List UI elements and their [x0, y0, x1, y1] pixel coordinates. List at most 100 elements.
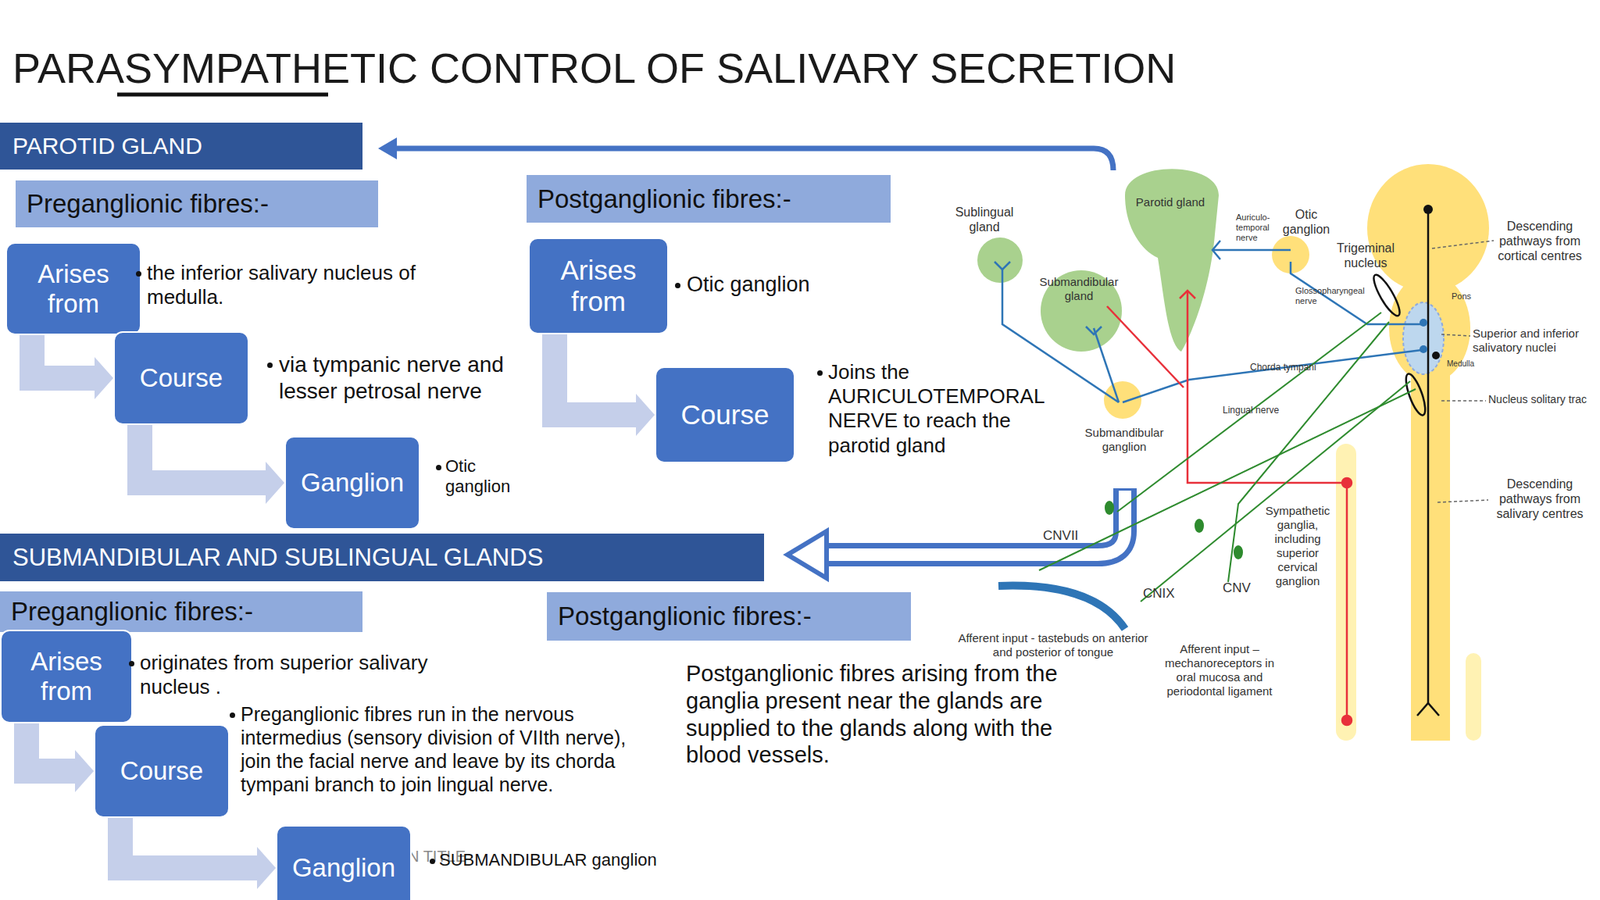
illustration-path: [1125, 168, 1219, 352]
step-box: Arises fromOtic ganglion: [528, 237, 669, 335]
bullet-text: Preganglionic fibres run in the nervous …: [240, 702, 647, 797]
illustration-label: Chorda tympani: [1250, 361, 1344, 373]
illustration-line: [1427, 209, 1430, 704]
illustration-label: Submandibular ganglion: [1076, 425, 1172, 454]
illustration-path: [1117, 312, 1382, 512]
flow-arrow: [139, 423, 285, 504]
bullet-item: Otic ganglion: [435, 456, 532, 498]
header-box: Preganglionic fibres:-: [15, 180, 379, 228]
illustration-label: Descending pathways from cortical centre…: [1492, 218, 1588, 265]
illustration-ellipse: [1195, 519, 1204, 533]
illustration-polygon: [787, 531, 827, 579]
node-title: Postganglionic fibres:-: [537, 184, 792, 215]
node-title: Postganglionic fibres:-: [557, 601, 812, 632]
illustration-ellipse: [1369, 271, 1404, 319]
illustration-line: [1441, 334, 1471, 336]
step-box: GanglionSUBMANDIBULAR ganglion: [275, 825, 412, 900]
illustration-label: Afferent input - tastebuds on anterior a…: [955, 631, 1151, 660]
illustration-polyline: [1179, 290, 1196, 299]
flow-arrow: [554, 332, 655, 436]
illustration-path: [1039, 389, 1416, 571]
flow-arrow-head: [94, 357, 114, 400]
header-box: Postganglionic fibres:-: [526, 175, 891, 223]
illustration-label: Afferent input – mechanoreceptors in ora…: [1156, 642, 1283, 699]
bullet-text: Joins the AURICULOTEMPORAL NERVE to reac…: [828, 360, 1071, 458]
bullet-dot: [817, 370, 823, 376]
bullet-text: originates from superior salivary nucleu…: [139, 650, 468, 700]
illustration-circle: [977, 237, 1023, 283]
illustration-label: Sympathetic ganglia, including superior …: [1261, 503, 1334, 589]
bullet-dot: [429, 858, 436, 865]
bullet-dot: [229, 712, 236, 718]
bullet-text: SUBMANDIBULAR ganglion: [439, 850, 674, 871]
section-band: PAROTID GLAND: [0, 122, 363, 170]
bullet-text: the inferior salivary nucleus of medulla…: [146, 260, 460, 310]
bullet-item: the inferior salivary nucleus of medulla…: [135, 260, 460, 310]
node-title: Arises from: [9, 646, 124, 707]
bullet-item: Otic ganglion: [675, 271, 859, 297]
illustration-label: Pons: [1451, 291, 1483, 302]
node-title: Course: [139, 363, 223, 393]
illustration-rect: [1465, 653, 1482, 741]
bullet-item: Preganglionic fibres run in the nervous …: [229, 702, 647, 797]
flow-arrow-head: [75, 750, 94, 793]
node-title: Course: [681, 399, 770, 431]
illustration-circle: [1103, 381, 1142, 419]
flow-arrow: [32, 333, 114, 400]
illustration-label: Nucleus solitary trac: [1488, 392, 1600, 407]
illustration-circle: [1423, 204, 1433, 215]
illustration-label: Descending pathways from salivary centre…: [1492, 476, 1588, 522]
flow-arrow-body: [120, 816, 258, 868]
node-title: Arises from: [537, 254, 660, 318]
title-underline: [117, 92, 329, 97]
illustration-circle: [1342, 715, 1352, 725]
illustration-polygon: [378, 137, 397, 160]
illustration-label: Medulla: [1446, 359, 1494, 369]
node-title: Ganglion: [300, 467, 404, 498]
illustration-path: [1346, 482, 1349, 721]
parasympathetic-nerves: [994, 240, 1422, 403]
illustration-label: Otic ganglion: [1278, 207, 1334, 237]
illustration-label: Parotid gland: [1127, 195, 1214, 210]
illustration-label: Sublingual gland: [949, 204, 1020, 235]
bullet-item: Joins the AURICULOTEMPORAL NERVE to reac…: [817, 360, 1071, 458]
illustration-circle: [1432, 351, 1440, 360]
illustration-line: [1437, 500, 1489, 503]
node-title: Course: [120, 756, 204, 786]
bullet-text: Otic ganglion: [445, 456, 532, 498]
step-box: Arises fromoriginates from superior sali…: [0, 629, 133, 724]
illustration-label: Submandibular gland: [1035, 275, 1123, 304]
illustration-rect: [1335, 443, 1357, 741]
illustration-label: CNV: [1222, 580, 1270, 597]
flow-arrow: [120, 816, 276, 890]
bullet-dot: [435, 464, 442, 471]
illustration-path: [390, 148, 1114, 171]
afferent-nerves: [1039, 312, 1416, 602]
header-box: Postganglionic fibres:-: [546, 592, 911, 641]
flow-arrow-body: [139, 423, 266, 483]
leader-lines: [1432, 240, 1494, 503]
step-box: Arises fromthe inferior salivary nucleus…: [5, 242, 142, 336]
illustration-polyline: [1085, 326, 1102, 335]
illustration-ellipse: [1105, 501, 1114, 515]
bullet-item: via tympanic nerve and lesser petrosal n…: [267, 351, 545, 404]
bullet-dot: [128, 660, 135, 667]
bullet-dot: [135, 271, 142, 277]
illustration-ellipse: [1402, 371, 1429, 418]
flow-arrow-head: [257, 846, 276, 890]
node-title: SUBMANDIBULAR AND SUBLINGUAL GLANDS: [12, 543, 543, 572]
node-title: Preganglionic fibres:-: [10, 596, 254, 627]
illustration-label: Trigeminal nucleus: [1329, 240, 1402, 271]
node-title: PAROTID GLAND: [12, 132, 203, 161]
node-title: Preganglionic fibres:-: [26, 189, 269, 219]
bullet-dot: [267, 362, 273, 368]
step-box: GanglionOtic ganglion: [284, 435, 421, 530]
flow-arrow: [26, 721, 94, 793]
illustration-polyline: [994, 261, 1011, 270]
illustration-label: CNIX: [1142, 585, 1198, 602]
slide-title: PARASYMPATHETIC CONTROL OF SALIVARY SECR…: [12, 46, 1176, 90]
illustration-path: [998, 585, 1125, 629]
illustration-ellipse: [1234, 546, 1243, 559]
illustration-circle: [1342, 478, 1352, 488]
